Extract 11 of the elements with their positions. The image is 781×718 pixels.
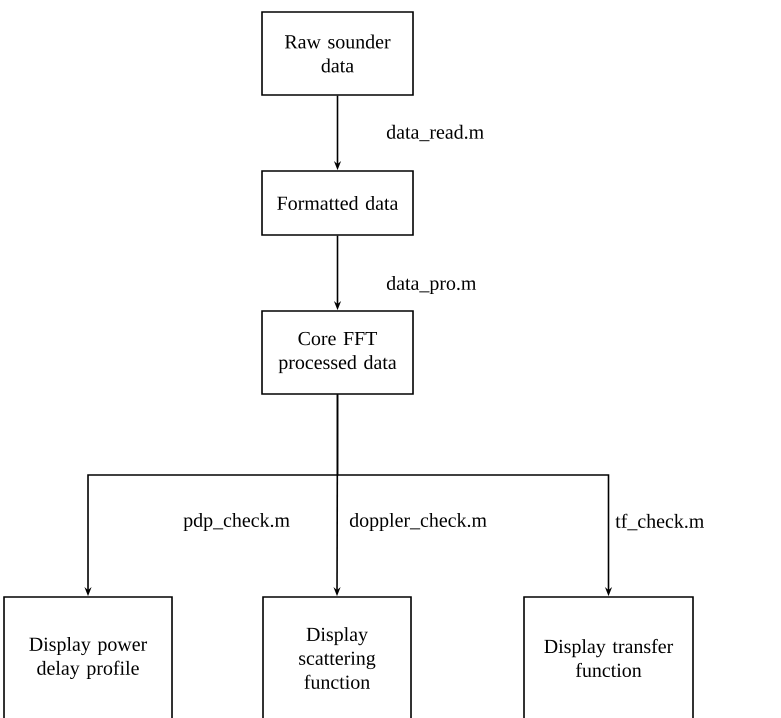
process-box: Core FFT processed data <box>261 310 414 395</box>
process-box: Display transfer function <box>523 596 694 718</box>
process-box: Raw sounder data <box>261 11 414 96</box>
process-box: Formatted data <box>261 170 414 236</box>
edge-label: tf_check.m <box>614 512 706 532</box>
process-box: Display scattering function <box>262 596 412 718</box>
edge-label: doppler_check.m <box>348 512 488 532</box>
edge-label: data_read.m <box>385 124 486 142</box>
process-box: Display power delay profile <box>3 596 173 718</box>
edge-label: data_pro.m <box>385 274 478 296</box>
edge-label: pdp_check.m <box>182 512 291 532</box>
